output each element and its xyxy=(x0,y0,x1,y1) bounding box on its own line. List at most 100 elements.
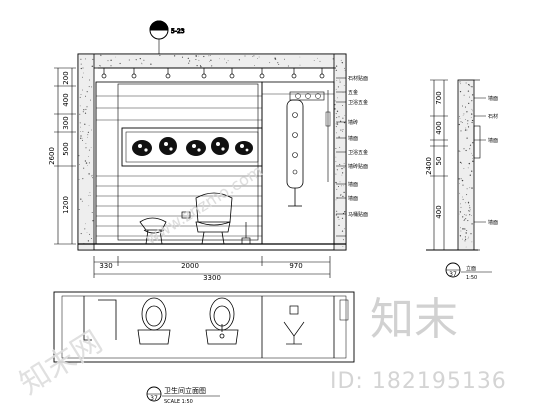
side-notes: 墙面 石材 墙面 墙面 xyxy=(488,95,498,226)
overall-height-label: 2400 xyxy=(425,157,433,175)
stipple-dot xyxy=(342,239,344,241)
watermark-site: www.znzmo.com xyxy=(142,161,266,248)
stipple-dot xyxy=(335,214,337,216)
stipple-dot xyxy=(464,129,467,131)
stipple-dot xyxy=(85,147,87,149)
stipple-dot xyxy=(335,126,337,128)
side-title: 37 立面 1:50 xyxy=(445,262,492,281)
stipple-dot xyxy=(343,191,345,194)
stipple-dot xyxy=(88,149,90,151)
stipple-dot xyxy=(319,60,321,62)
elevation-title-text: 卫生间立面图 xyxy=(164,386,206,395)
stipple-dot xyxy=(340,129,342,131)
stipple-dot xyxy=(85,108,87,110)
stipple-dot xyxy=(462,198,464,200)
toilet xyxy=(195,192,233,245)
stipple-dot xyxy=(470,85,472,87)
stipple-dot xyxy=(341,172,344,174)
stipple-dot xyxy=(336,210,338,212)
stipple-dot xyxy=(463,228,465,230)
stipple-dot xyxy=(458,178,460,180)
stipple-dot xyxy=(299,64,301,66)
stipple-dot xyxy=(466,111,468,113)
stipple-dot xyxy=(459,161,462,164)
stipple-dot xyxy=(465,232,467,234)
stipple-dot xyxy=(227,60,229,62)
overall-height-label: 2600 xyxy=(48,147,56,165)
stipple-dot xyxy=(91,175,93,177)
front-elevation xyxy=(77,53,347,251)
mural-ornament xyxy=(132,137,253,156)
dim-label: 400 xyxy=(62,93,70,106)
stipple-dot xyxy=(336,132,337,134)
stipple-dot xyxy=(333,60,335,62)
stipple-dot xyxy=(458,116,460,118)
stipple-dot xyxy=(337,185,340,188)
stipple-dot xyxy=(82,111,84,113)
callout-label: 5-23 xyxy=(171,28,185,35)
stipple-dot xyxy=(110,59,112,61)
stipple-dot xyxy=(81,200,83,202)
stipple-dot xyxy=(84,160,87,162)
stipple-dot xyxy=(471,100,473,102)
stipple-dot xyxy=(274,58,277,60)
stipple-dot xyxy=(462,228,464,230)
side-title-scale: 1:50 xyxy=(466,275,477,281)
overall-width-label: 3300 xyxy=(203,274,221,282)
stipple-dot xyxy=(460,227,461,229)
stipple-dot xyxy=(84,123,86,125)
stipple-dot xyxy=(210,59,212,61)
stipple-dot xyxy=(463,94,465,96)
stipple-dot xyxy=(469,144,472,146)
stipple-dot xyxy=(466,188,468,190)
plan-outline xyxy=(53,291,355,363)
stipple-dot xyxy=(332,58,334,60)
stipple-dot xyxy=(81,89,83,91)
stipple-dot xyxy=(139,57,141,60)
stipple-dot xyxy=(338,219,340,220)
stipple-dot xyxy=(342,130,344,132)
stipple-dot xyxy=(468,83,470,86)
stipple-dot xyxy=(335,65,338,67)
stipple-dot xyxy=(458,150,460,152)
stipple-dot xyxy=(465,214,467,216)
stipple-dot xyxy=(208,55,210,57)
left-dim-labels: 200 400 300 500 1200 2600 xyxy=(48,71,70,214)
stipple-dot xyxy=(467,90,470,92)
stipple-dot xyxy=(467,238,469,240)
stipple-dot xyxy=(342,105,344,107)
stipple-dot xyxy=(254,65,255,66)
side-dimensions xyxy=(430,79,448,251)
stipple-dot xyxy=(89,79,91,81)
stipple-dot xyxy=(219,58,220,60)
stipple-dot xyxy=(459,182,460,184)
note: 墙面 xyxy=(488,219,498,226)
stipple-dot xyxy=(257,58,259,59)
stipple-dot xyxy=(342,195,344,198)
stipple-dot xyxy=(344,67,345,69)
stipple-dot xyxy=(465,218,467,220)
stipple-dot xyxy=(91,174,93,176)
stipple-dot xyxy=(226,62,228,64)
stipple-dot xyxy=(464,240,466,242)
stipple-dot xyxy=(467,123,469,125)
stipple-dot xyxy=(87,136,88,138)
stone-left-band xyxy=(77,53,95,251)
dim-label: 300 xyxy=(62,116,70,129)
stipple-dot xyxy=(468,210,470,212)
stipple-dot xyxy=(86,106,88,108)
stipple-dot xyxy=(83,72,84,74)
stipple-dot xyxy=(464,218,466,220)
stipple-dot xyxy=(99,65,101,67)
stipple-dot xyxy=(342,117,344,119)
stipple-dot xyxy=(471,241,473,243)
stipple-dot xyxy=(195,55,197,57)
stipple-dot xyxy=(82,178,84,180)
stipple-dot xyxy=(337,86,339,88)
stipple-dot xyxy=(334,104,336,106)
stipple-dot xyxy=(84,112,87,114)
stipple-dot xyxy=(462,238,463,240)
stipple-dot xyxy=(92,58,94,60)
stipple-dot xyxy=(141,62,142,64)
stipple-dot xyxy=(209,55,211,57)
